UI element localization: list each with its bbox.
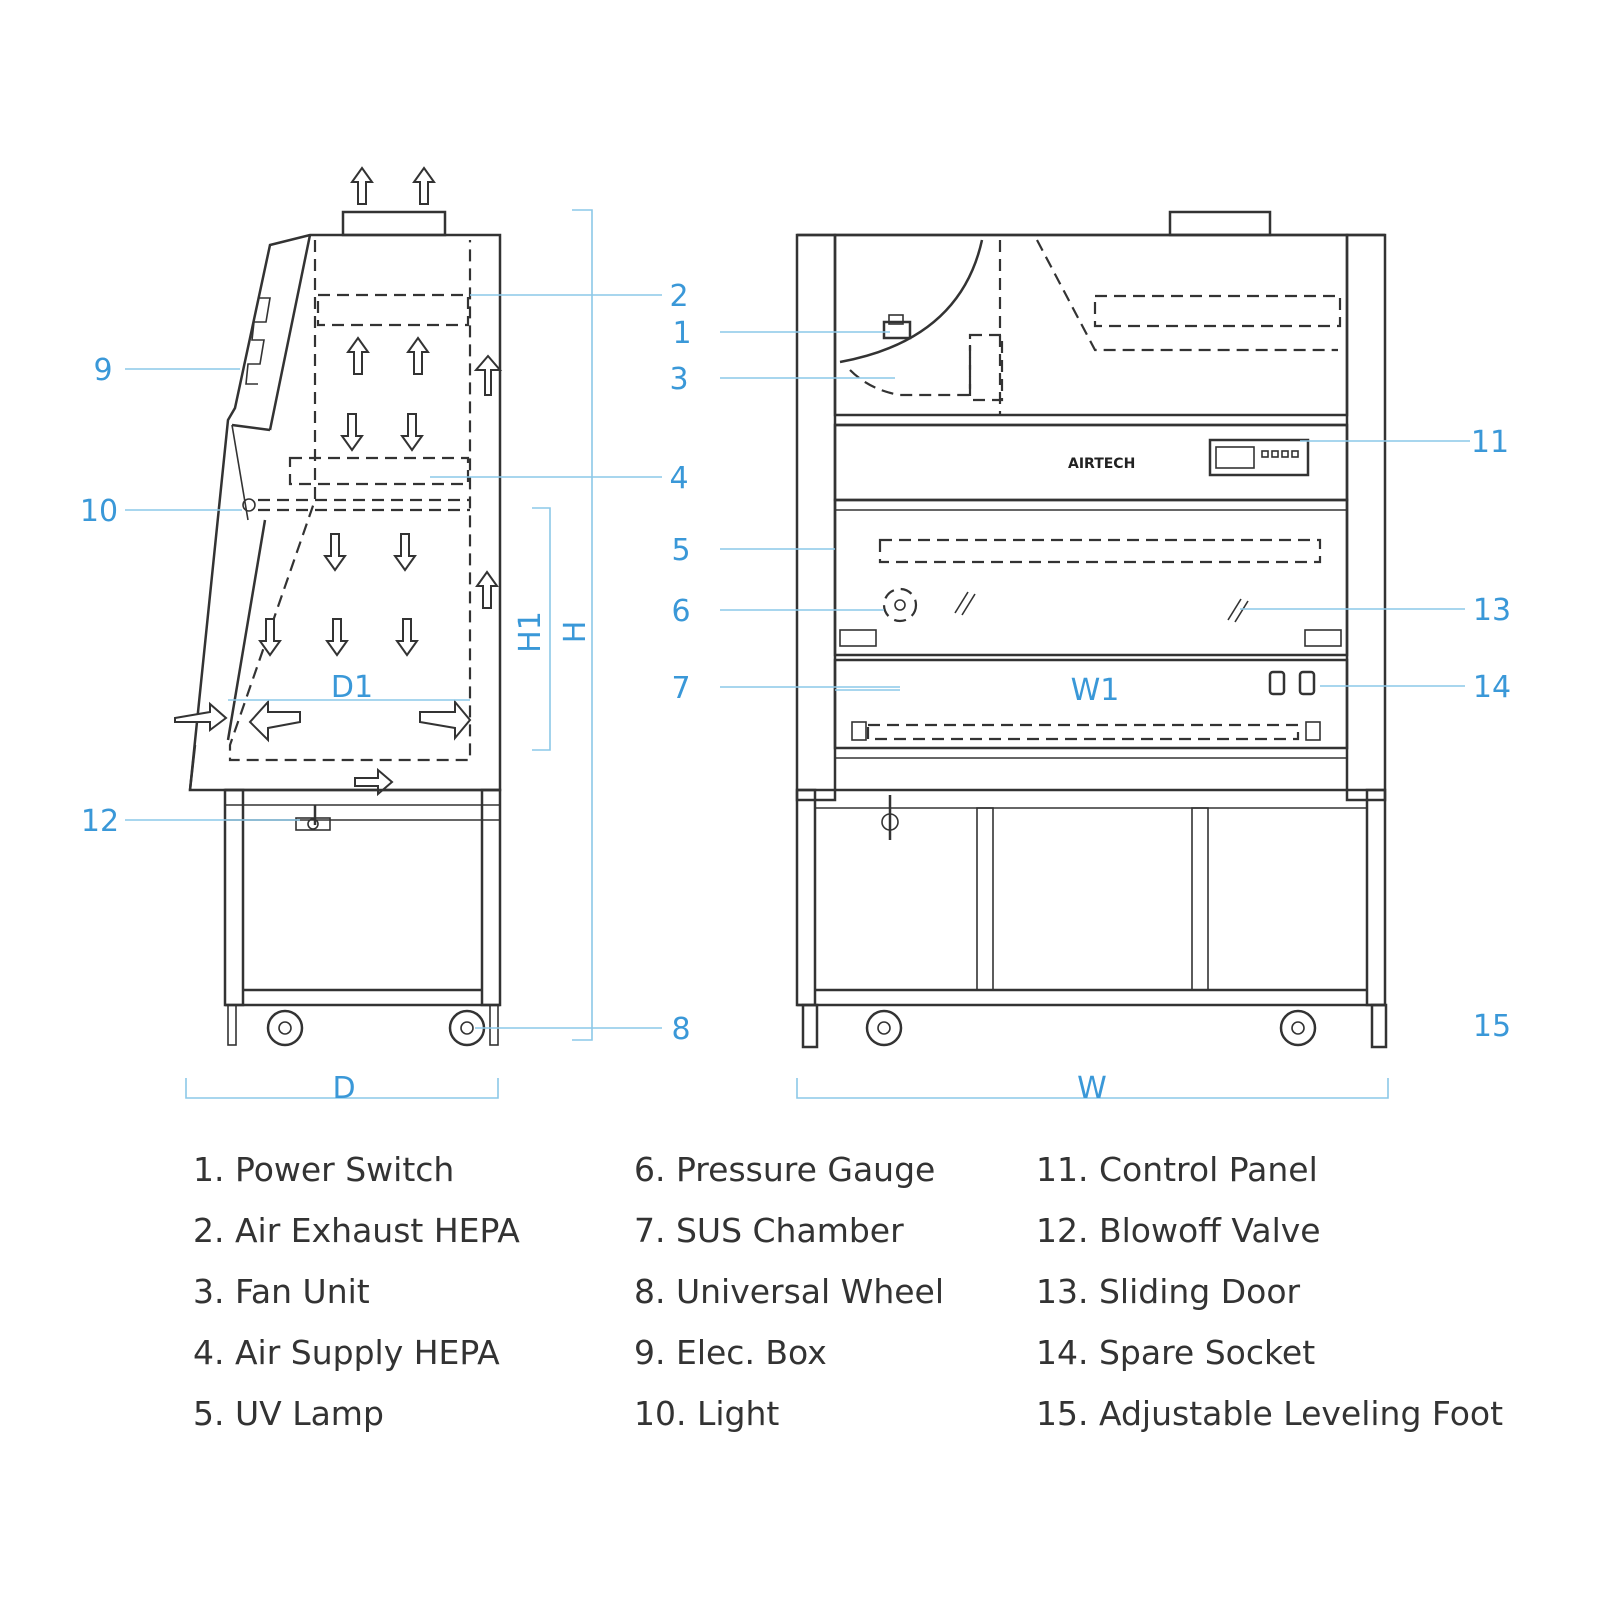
dimension-h-label: H xyxy=(558,621,593,644)
callout-13: 13 xyxy=(1473,593,1511,628)
callout-2: 2 xyxy=(669,279,688,314)
callout-6: 6 xyxy=(671,594,690,629)
leveling-foot xyxy=(1370,1003,1388,1049)
callout-10: 10 xyxy=(80,494,118,529)
legend-item: 11. Control Panel xyxy=(1036,1150,1318,1189)
leveling-foot xyxy=(801,1003,819,1049)
side-cabinet-body xyxy=(188,233,502,792)
blowoff-valve-side xyxy=(295,805,331,831)
legend-item: 2. Air Exhaust HEPA xyxy=(193,1211,520,1250)
exhaust-arrow-icon xyxy=(413,167,435,205)
exhaust-collar xyxy=(341,210,447,237)
callout-1: 1 xyxy=(672,316,691,351)
callout-9: 9 xyxy=(93,353,112,388)
dimension-w-label: W xyxy=(1077,1071,1107,1106)
control-panel xyxy=(1208,438,1310,477)
sus-chamber xyxy=(833,658,1349,750)
legend-item: 15. Adjustable Leveling Foot xyxy=(1036,1394,1504,1433)
dimension-w xyxy=(796,1078,1389,1099)
legend-column-2: 6. Pressure Gauge 7. SUS Chamber 8. Univ… xyxy=(634,1148,944,1453)
callout-5: 5 xyxy=(671,533,690,568)
dimension-h1-label: H1 xyxy=(513,611,548,653)
spare-socket-icon xyxy=(1268,670,1286,696)
dimension-h1 xyxy=(532,507,551,751)
pressure-gauge-icon xyxy=(882,587,918,623)
supply-hepa-side xyxy=(288,456,470,486)
legend-item: 9. Elec. Box xyxy=(634,1333,827,1372)
callout-12: 12 xyxy=(81,804,119,839)
exhaust-arrow-icon xyxy=(351,167,373,205)
front-view: AIRTECH xyxy=(795,210,1389,1099)
dimension-d1-label: D1 xyxy=(331,670,373,705)
sliding-door xyxy=(833,498,1349,657)
legend-item: 13. Sliding Door xyxy=(1036,1272,1301,1311)
side-inner-plenum xyxy=(228,240,472,762)
exhaust-hepa-side xyxy=(316,293,470,327)
legend-item: 8. Universal Wheel xyxy=(634,1272,945,1311)
legend-item: 5. UV Lamp xyxy=(193,1394,384,1433)
dimension-d xyxy=(185,1078,499,1099)
callout-14: 14 xyxy=(1473,670,1511,705)
side-leg-rear xyxy=(480,788,502,1007)
callout-3: 3 xyxy=(669,362,688,397)
brand-logo: AIRTECH xyxy=(1068,456,1135,472)
callout-7: 7 xyxy=(671,671,690,706)
side-leg-front xyxy=(223,788,245,1007)
elec-box xyxy=(245,297,271,385)
side-view xyxy=(174,167,593,1099)
front-column-left xyxy=(795,233,837,802)
exhaust-hepa-front xyxy=(1093,294,1342,328)
wheel-icon xyxy=(1279,1009,1317,1047)
legend-column-3: 11. Control Panel 12. Blowoff Valve 13. … xyxy=(1036,1148,1503,1453)
legend-item: 1. Power Switch xyxy=(193,1150,455,1189)
front-top-section xyxy=(833,233,1349,417)
callout-11: 11 xyxy=(1471,425,1509,460)
callout-8: 8 xyxy=(671,1012,690,1047)
chamber-rail xyxy=(866,723,1300,741)
callout-15: 15 xyxy=(1473,1009,1511,1044)
legend-item: 10. Light xyxy=(634,1394,780,1433)
wheel-icon xyxy=(865,1009,903,1047)
exhaust-collar-front xyxy=(1168,210,1272,237)
dimension-h xyxy=(572,209,593,1041)
leader-lines xyxy=(125,294,1470,1029)
spare-socket-icon xyxy=(1298,670,1316,696)
legend-column-1: 1. Power Switch 2. Air Exhaust HEPA 3. F… xyxy=(193,1148,520,1453)
light-icon xyxy=(242,498,256,512)
blowoff-valve-front xyxy=(881,795,899,840)
legend-item: 3. Fan Unit xyxy=(193,1272,370,1311)
legend-item: 12. Blowoff Valve xyxy=(1036,1211,1321,1250)
uv-lamp xyxy=(878,538,1322,564)
legend-item: 6. Pressure Gauge xyxy=(634,1150,936,1189)
power-switch xyxy=(882,320,912,340)
wheel-icon xyxy=(266,1009,304,1047)
front-column-right xyxy=(1345,233,1387,802)
legend-item: 7. SUS Chamber xyxy=(634,1211,904,1250)
dimension-d-label: D xyxy=(332,1071,355,1106)
legend-item: 14. Spare Socket xyxy=(1036,1333,1316,1372)
legend-item: 4. Air Supply HEPA xyxy=(193,1333,500,1372)
fan-unit xyxy=(968,333,1004,402)
callout-4: 4 xyxy=(669,461,688,496)
fan-housing xyxy=(839,239,984,364)
dimension-w1-label: W1 xyxy=(1071,673,1120,708)
